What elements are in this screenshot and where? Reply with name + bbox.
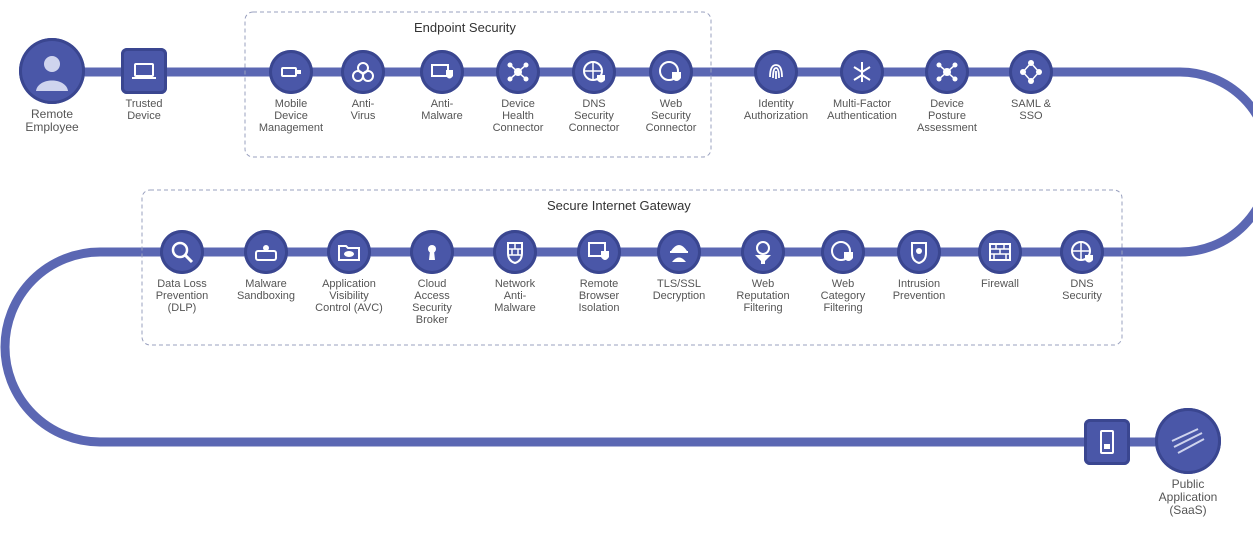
gateway-item-label: Firewall xyxy=(981,278,1019,290)
gateway-item: Remote Browser Isolation xyxy=(544,230,654,314)
endpoint-item-label: Mobile Device Management xyxy=(258,98,324,134)
gateway-item-label: Data Loss Prevention (DLP) xyxy=(155,278,209,314)
globe-shield-icon xyxy=(649,50,693,94)
keyhole-icon xyxy=(410,230,454,274)
access-item-label: SAML & SSO xyxy=(1011,98,1051,122)
server-lock xyxy=(1052,419,1162,465)
access-item: Identity Authorization xyxy=(721,50,831,122)
access-item: Multi-Factor Authentication xyxy=(807,50,917,122)
gateway-item: Network Anti- Malware xyxy=(460,230,570,314)
network-nodes-icon xyxy=(1009,50,1053,94)
gateway-item: DNS Security xyxy=(1027,230,1137,302)
fingerprint-icon xyxy=(754,50,798,94)
endpoint-item-label: Anti- Virus xyxy=(350,98,376,122)
remote-employee: Remote Employee xyxy=(0,38,107,134)
endpoint-item: Device Health Connector xyxy=(463,50,573,134)
gateway-item-label: Web Category Filtering xyxy=(820,278,866,314)
brick-shield-icon xyxy=(493,230,537,274)
sandbox-icon xyxy=(244,230,288,274)
access-item-label: Identity Authorization xyxy=(743,98,809,122)
access-item-label: Multi-Factor Authentication xyxy=(827,98,897,122)
cloud-app-icon xyxy=(1155,408,1221,474)
endpoint-security-title: Endpoint Security xyxy=(414,20,516,35)
dns-globe-shield-icon xyxy=(572,50,616,94)
gateway-item: Web Category Filtering xyxy=(788,230,898,314)
split-arrows-icon xyxy=(840,50,884,94)
gateway-item: Cloud Access Security Broker xyxy=(377,230,487,326)
endpoint-item: Mobile Device Management xyxy=(236,50,346,134)
globe-shield-icon xyxy=(821,230,865,274)
globe-funnel-icon xyxy=(741,230,785,274)
trusted-device: Trusted Device xyxy=(89,48,199,122)
remote-employee-label: Remote Employee xyxy=(25,107,79,134)
dns-globe-shield-icon xyxy=(1060,230,1104,274)
usb-device-icon xyxy=(269,50,313,94)
server-lock-icon xyxy=(1084,419,1130,465)
endpoint-item-label: Web Security Connector xyxy=(645,98,697,134)
access-item: SAML & SSO xyxy=(976,50,1086,122)
hacker-icon xyxy=(657,230,701,274)
gateway-item: Data Loss Prevention (DLP) xyxy=(127,230,237,314)
gateway-item: TLS/SSL Decryption xyxy=(624,230,734,302)
endpoint-item-label: Anti- Malware xyxy=(421,98,463,122)
gateway-item: Application Visibility Control (AVC) xyxy=(294,230,404,314)
person-icon xyxy=(19,38,85,104)
gateway-item-label: Remote Browser Isolation xyxy=(578,278,620,314)
endpoint-security-box xyxy=(244,11,712,158)
access-item: Device Posture Assessment xyxy=(892,50,1002,134)
gateway-item-label: Application Visibility Control (AVC) xyxy=(315,278,383,314)
laptop-icon xyxy=(121,48,167,94)
endpoint-item-label: Device Health Connector xyxy=(492,98,544,134)
endpoint-item-label: DNS Security Connector xyxy=(568,98,620,134)
gateway-item-label: Malware Sandboxing xyxy=(236,278,296,302)
endpoint-item: Anti- Virus xyxy=(308,50,418,122)
gateway-item-label: Cloud Access Security Broker xyxy=(412,278,452,326)
browser-shield-icon xyxy=(577,230,621,274)
gateway-item: Web Reputation Filtering xyxy=(708,230,818,314)
gateway-item-label: TLS/SSL Decryption xyxy=(652,278,706,302)
laptop-shield-icon xyxy=(420,50,464,94)
secure-internet-gateway-title: Secure Internet Gateway xyxy=(547,198,691,213)
biohazard-icon xyxy=(341,50,385,94)
app-folder-icon xyxy=(327,230,371,274)
secure-internet-gateway-box xyxy=(141,189,1123,346)
access-item-label: Device Posture Assessment xyxy=(917,98,977,134)
trusted-device-label: Trusted Device xyxy=(125,98,163,122)
shield-target-icon xyxy=(897,230,941,274)
endpoint-item: DNS Security Connector xyxy=(539,50,649,134)
public-application: Public Application (SaaS) xyxy=(1133,408,1243,517)
firewall-icon xyxy=(978,230,1022,274)
endpoint-item: Web Security Connector xyxy=(616,50,726,134)
network-hub-icon xyxy=(496,50,540,94)
gateway-item-label: DNS Security xyxy=(1062,278,1102,302)
dlp-magnifier-icon xyxy=(160,230,204,274)
gateway-item: Firewall xyxy=(945,230,1055,290)
public-application-label: Public Application (SaaS) xyxy=(1158,477,1218,517)
gateway-item-label: Web Reputation Filtering xyxy=(736,278,790,314)
network-hub-icon xyxy=(925,50,969,94)
gateway-item: Malware Sandboxing xyxy=(211,230,321,302)
gateway-item-label: Intrusion Prevention xyxy=(892,278,946,302)
endpoint-item: Anti- Malware xyxy=(387,50,497,122)
gateway-item-label: Network Anti- Malware xyxy=(494,278,536,314)
gateway-item: Intrusion Prevention xyxy=(864,230,974,302)
flow-path xyxy=(0,67,1253,447)
